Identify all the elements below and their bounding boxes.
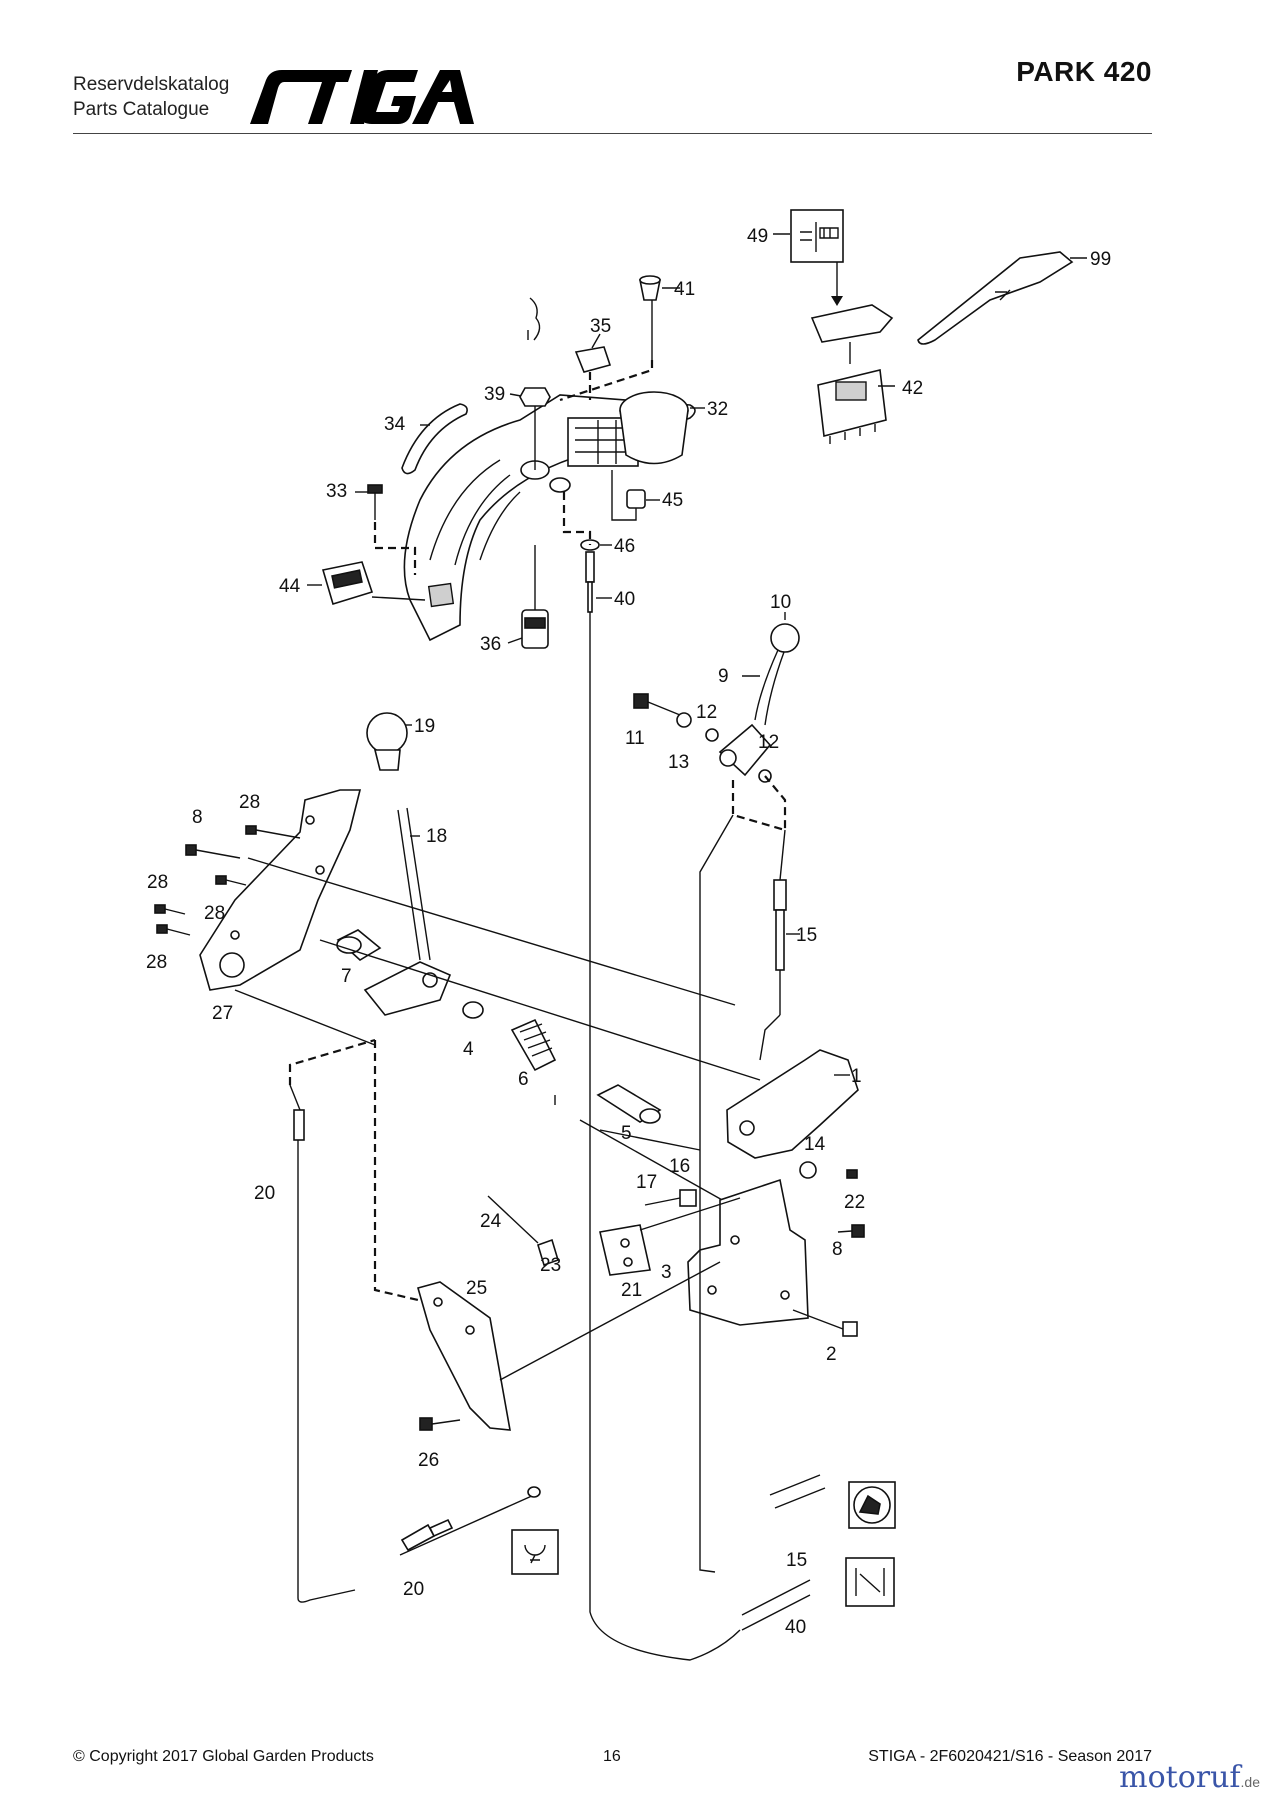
bracket-27 xyxy=(199,789,362,991)
cutting-height-decal-49 xyxy=(790,209,844,306)
stiga-logo xyxy=(250,70,474,124)
clutch-symbol-icon xyxy=(511,1529,559,1575)
callout-8b: 8 xyxy=(832,1239,843,1260)
cable-20 xyxy=(289,1084,541,1603)
callout-24: 24 xyxy=(480,1211,502,1232)
callout-7: 7 xyxy=(341,966,352,987)
callout-40a: 40 xyxy=(614,589,635,610)
cutting-deck-symbol-icon xyxy=(848,1481,896,1529)
callout-99: 99 xyxy=(1090,249,1111,270)
washer-46 xyxy=(562,492,600,551)
callout-26: 26 xyxy=(418,1450,439,1471)
tool-99 xyxy=(917,251,1074,345)
footer-copyright: © Copyright 2017 Global Garden Products xyxy=(73,1748,374,1765)
callout-28d: 28 xyxy=(146,952,167,973)
callout-42: 42 xyxy=(902,378,923,399)
side-trim-34 xyxy=(401,403,468,475)
callout-32: 32 xyxy=(707,399,728,420)
callout-49: 49 xyxy=(747,226,768,247)
callout-25: 25 xyxy=(466,1278,487,1299)
callout-12a: 12 xyxy=(696,702,717,723)
bushing-7 xyxy=(336,929,382,961)
callout-45: 45 xyxy=(662,490,683,511)
callout-39: 39 xyxy=(484,384,505,405)
catalog-title-english: Parts Catalogue xyxy=(73,99,210,120)
callout-20a: 20 xyxy=(254,1183,275,1204)
small-parts-16-17-22-8 xyxy=(644,1169,865,1238)
callout-14: 14 xyxy=(804,1134,826,1155)
callout-5: 5 xyxy=(621,1123,632,1144)
leader-lines xyxy=(307,233,1087,1105)
screws-28-8 xyxy=(154,825,301,936)
callout-21: 21 xyxy=(621,1280,642,1301)
callout-12b: 12 xyxy=(758,732,779,753)
callout-34: 34 xyxy=(384,414,406,435)
callout-4: 4 xyxy=(463,1039,474,1060)
callout-28c: 28 xyxy=(204,903,225,924)
screw-26 xyxy=(419,1417,461,1431)
callout-27: 27 xyxy=(212,1003,233,1024)
callout-28b: 28 xyxy=(147,872,168,893)
callout-35: 35 xyxy=(590,316,611,337)
footer-catalog-id: STIGA - 2F6020421/S16 - Season 2017 xyxy=(868,1748,1152,1765)
callout-3: 3 xyxy=(661,1262,672,1283)
callout-17: 17 xyxy=(636,1172,657,1193)
callout-11: 11 xyxy=(625,728,645,749)
callout-41: 41 xyxy=(674,279,695,300)
callout-22: 22 xyxy=(844,1192,865,1213)
watermark-tld: .de xyxy=(1240,1774,1260,1790)
callout-46: 46 xyxy=(614,536,635,557)
callout-28a: 28 xyxy=(239,792,260,813)
callout-15b: 15 xyxy=(786,1550,807,1571)
watermark: motoruf.de xyxy=(1119,1760,1260,1795)
bolt-2 xyxy=(792,1309,858,1337)
key-and-nut-39 xyxy=(519,297,551,470)
callout-36: 36 xyxy=(480,634,501,655)
callout-1: 1 xyxy=(851,1066,862,1087)
plug-35 xyxy=(574,346,612,400)
cable-15 xyxy=(699,775,826,1573)
bracket-1 xyxy=(726,1049,859,1179)
pedal-bracket-25 xyxy=(417,1261,721,1431)
ignition-switch-36 xyxy=(521,545,549,649)
screw-33 xyxy=(367,484,417,575)
callout-9: 9 xyxy=(718,666,729,687)
footer-page-number: 16 xyxy=(603,1748,621,1765)
knob-41 xyxy=(559,275,661,402)
callout-44: 44 xyxy=(279,576,301,597)
header-divider xyxy=(73,133,1152,134)
button-45 xyxy=(611,470,646,521)
callout-19: 19 xyxy=(414,716,435,737)
callout-20b: 20 xyxy=(403,1579,424,1600)
callout-40b: 40 xyxy=(785,1617,806,1638)
watermark-name: motoruf xyxy=(1119,1760,1241,1795)
clips-21-23-24 xyxy=(487,1195,741,1276)
callout-23: 23 xyxy=(540,1255,561,1276)
bracket-lower xyxy=(687,1178,809,1326)
callout-33: 33 xyxy=(326,481,347,502)
switch-42 xyxy=(810,304,894,444)
switch-44 xyxy=(321,561,426,606)
callout-10: 10 xyxy=(770,592,791,613)
gear-lever-18 xyxy=(366,712,431,961)
control-panel-cover xyxy=(403,391,696,642)
callout-6: 6 xyxy=(518,1069,529,1090)
catalog-title-swedish: Reservdelskatalog xyxy=(73,74,230,95)
cable-40-end xyxy=(585,551,595,690)
callout-13: 13 xyxy=(668,752,689,773)
brake-symbol-icon xyxy=(845,1557,895,1607)
callout-15a: 15 xyxy=(796,925,817,946)
callout-2: 2 xyxy=(826,1344,837,1365)
lever-9 xyxy=(718,623,800,777)
callout-18: 18 xyxy=(426,826,447,847)
plate-and-spacers xyxy=(363,961,662,1124)
callout-8a: 8 xyxy=(192,807,203,828)
callout-16: 16 xyxy=(669,1156,690,1177)
model-name: PARK 420 xyxy=(1016,56,1152,87)
